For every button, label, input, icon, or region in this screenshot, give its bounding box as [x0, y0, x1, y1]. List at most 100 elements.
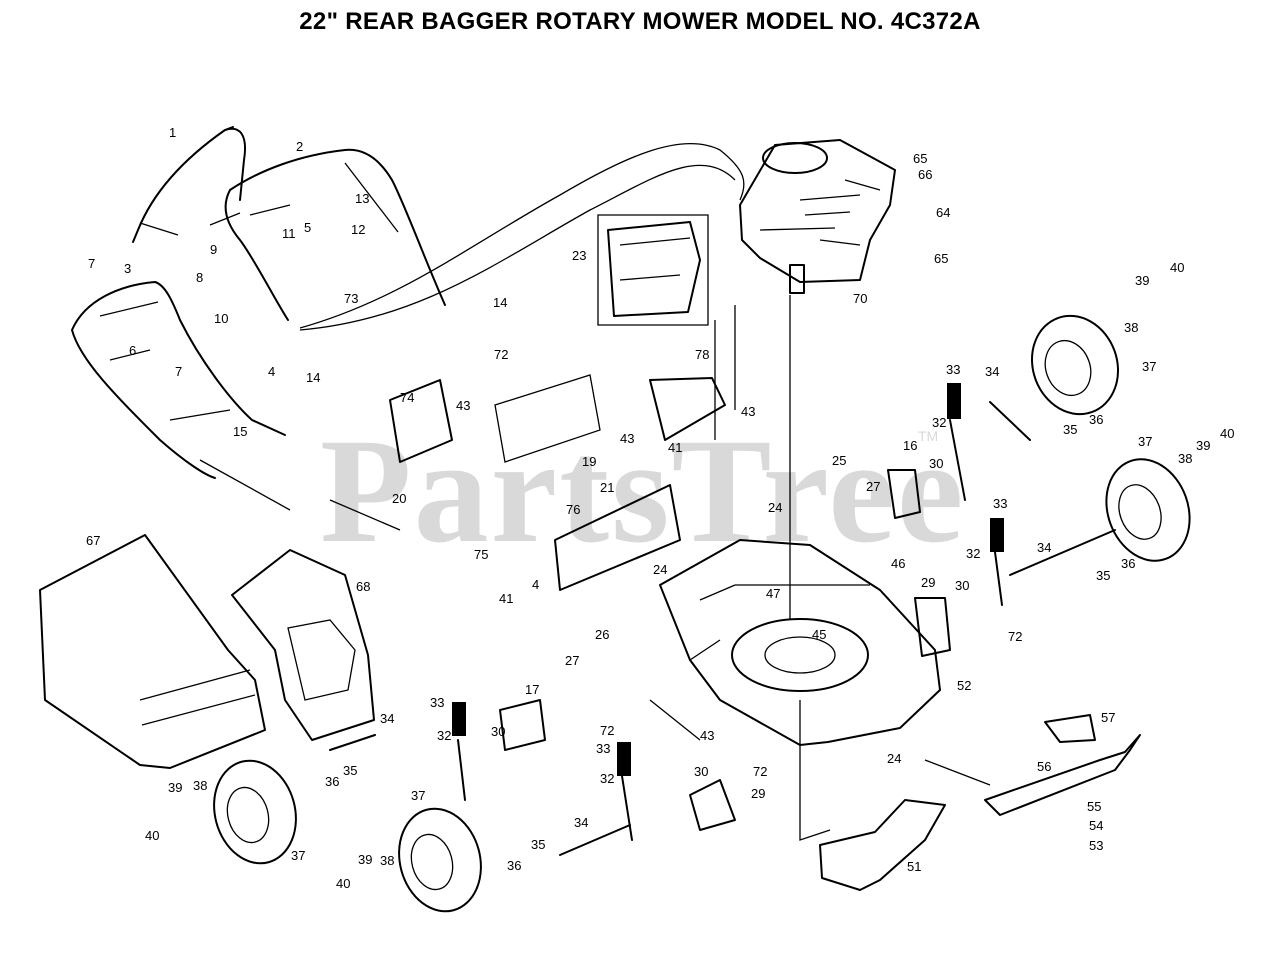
callout-41: 41 [499, 591, 513, 606]
callout-25: 25 [832, 453, 846, 468]
wheel-front-left-upper [213, 759, 297, 865]
callout-3: 3 [124, 261, 131, 276]
callout-34: 34 [574, 815, 588, 830]
wheel-front-left-lower [398, 807, 482, 913]
callout-19: 19 [582, 454, 596, 469]
callout-5: 5 [304, 220, 311, 235]
callout-38: 38 [380, 853, 394, 868]
callout-37: 37 [1142, 359, 1156, 374]
callout-39: 39 [168, 780, 182, 795]
control-cable [299, 142, 745, 331]
height-adjust-plates [499, 469, 951, 831]
callout-2: 2 [296, 139, 303, 154]
callout-9: 9 [210, 242, 217, 257]
callout-21: 21 [600, 480, 614, 495]
callout-73: 73 [344, 291, 358, 306]
callout-41: 41 [668, 440, 682, 455]
callout-35: 35 [343, 763, 357, 778]
mower-deck [659, 539, 941, 746]
callout-24: 24 [887, 751, 901, 766]
callout-32: 32 [600, 771, 614, 786]
callout-32: 32 [966, 546, 980, 561]
callout-33: 33 [596, 741, 610, 756]
callout-33: 33 [993, 496, 1007, 511]
callout-34: 34 [985, 364, 999, 379]
callout-40: 40 [1220, 426, 1234, 441]
callout-47: 47 [766, 586, 780, 601]
callout-35: 35 [1096, 568, 1110, 583]
wheel-axles [329, 401, 1116, 856]
middle-handle [224, 148, 446, 321]
watermark-trademark: TM [918, 428, 939, 444]
callout-36: 36 [1121, 556, 1135, 571]
callout-29: 29 [751, 786, 765, 801]
callout-7: 7 [175, 364, 182, 379]
callout-76: 76 [566, 502, 580, 517]
wheel-rear-right-lower [1105, 458, 1191, 562]
callout-53: 53 [1089, 838, 1103, 853]
upper-handle [132, 126, 246, 243]
callout-74: 74 [400, 390, 414, 405]
callout-37: 37 [291, 848, 305, 863]
callout-72: 72 [753, 764, 767, 779]
callout-40: 40 [336, 876, 350, 891]
callout-40: 40 [1170, 260, 1184, 275]
callout-36: 36 [507, 858, 521, 873]
callout-66: 66 [918, 167, 932, 182]
callout-34: 34 [380, 711, 394, 726]
callout-30: 30 [955, 578, 969, 593]
callout-32: 32 [437, 728, 451, 743]
callout-24: 24 [768, 500, 782, 515]
watermark: PartsTree [320, 408, 966, 574]
callout-35: 35 [531, 837, 545, 852]
callout-70: 70 [853, 291, 867, 306]
deflector-shield [819, 799, 946, 891]
callout-12: 12 [351, 222, 365, 237]
engine [739, 139, 896, 294]
callout-65: 65 [913, 151, 927, 166]
callout-38: 38 [193, 778, 207, 793]
mounting-plate [649, 377, 726, 441]
assembly-guide-lines [169, 295, 991, 841]
callout-43: 43 [620, 431, 634, 446]
callout-37: 37 [1138, 434, 1152, 449]
engine-bracket [597, 214, 709, 326]
mower-blade [984, 714, 1141, 816]
callout-4: 4 [268, 364, 275, 379]
callout-40: 40 [145, 828, 159, 843]
deflector-door [389, 374, 601, 463]
diagram-title: 22" REAR BAGGER ROTARY MOWER MODEL NO. 4… [299, 8, 981, 35]
callout-51: 51 [907, 859, 921, 874]
callout-55: 55 [1087, 799, 1101, 814]
callout-36: 36 [325, 774, 339, 789]
callout-65: 65 [934, 251, 948, 266]
callout-56: 56 [1037, 759, 1051, 774]
callout-13: 13 [355, 191, 369, 206]
callout-33: 33 [430, 695, 444, 710]
callout-26: 26 [595, 627, 609, 642]
height-adjuster-levers [452, 383, 1004, 841]
callout-11: 11 [282, 226, 296, 241]
callout-7: 7 [88, 256, 95, 271]
bag-frame [231, 549, 375, 741]
callout-52: 52 [957, 678, 971, 693]
callout-30: 30 [491, 724, 505, 739]
callout-10: 10 [214, 311, 228, 326]
callout-39: 39 [1196, 438, 1210, 453]
callout-43: 43 [741, 404, 755, 419]
grass-bag [39, 534, 266, 769]
callout-1: 1 [169, 125, 176, 140]
callout-64: 64 [936, 205, 950, 220]
callout-15: 15 [233, 424, 247, 439]
wheel-rear-right-upper [1030, 314, 1120, 416]
callout-54: 54 [1089, 818, 1103, 833]
callout-46: 46 [891, 556, 905, 571]
callout-24: 24 [653, 562, 667, 577]
callout-16: 16 [903, 438, 917, 453]
callout-72: 72 [494, 347, 508, 362]
callout-27: 27 [565, 653, 579, 668]
callout-30: 30 [694, 764, 708, 779]
callout-38: 38 [1178, 451, 1192, 466]
